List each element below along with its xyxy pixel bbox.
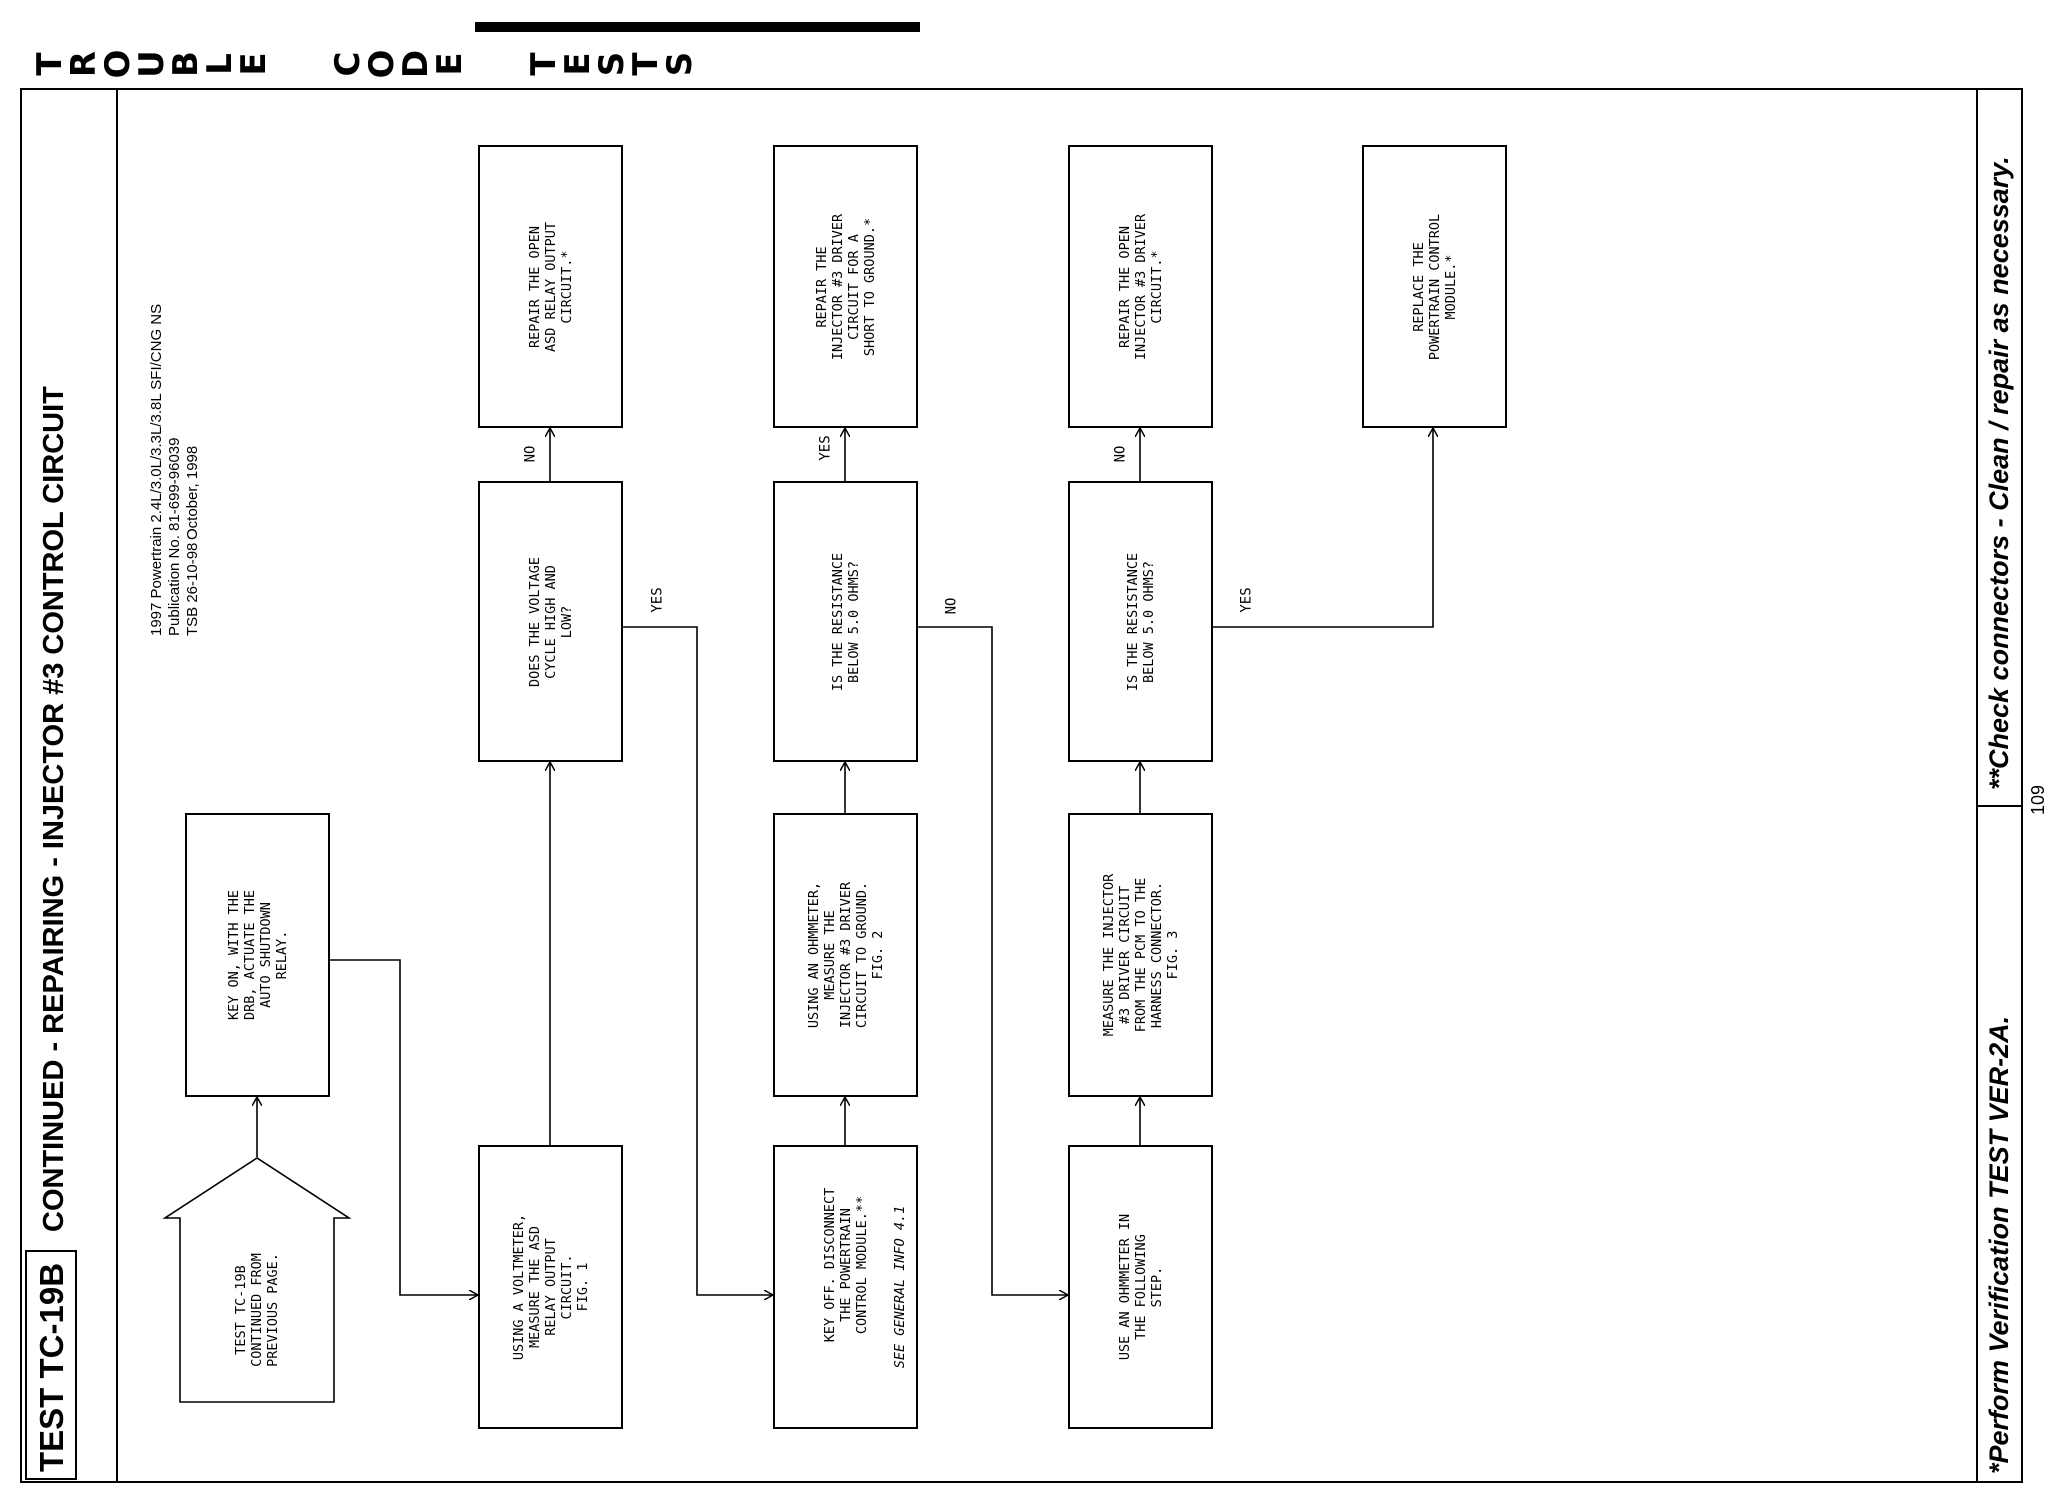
label-yes-1: YES xyxy=(649,587,666,613)
box-key-off: KEY OFF. DISCONNECT THE POWERTRAIN CONTR… xyxy=(773,1145,918,1429)
box-voltmeter: USING A VOLTMETER, MEASURE THE ASD RELAY… xyxy=(478,1145,623,1429)
label-yes-3: YES xyxy=(1238,587,1255,613)
header-bar xyxy=(475,22,920,32)
box-measure-pcm-text: MEASURE THE INJECTOR #3 DRIVER CIRCUIT F… xyxy=(1100,873,1181,1037)
box-use-ohmmeter: USE AN OHMMETER IN THE FOLLOWING STEP. xyxy=(1068,1145,1213,1429)
footer-check-connectors: **Check connectors - Clean / repair as n… xyxy=(1984,156,2014,790)
start-shape xyxy=(162,1157,352,1403)
box-repair-open: REPAIR THE OPEN INJECTOR #3 DRIVER CIRCU… xyxy=(1068,145,1213,428)
box-measure-pcm: MEASURE THE INJECTOR #3 DRIVER CIRCUIT F… xyxy=(1068,813,1213,1097)
box-ohmmeter-ground: USING AN OHMMETER, MEASURE THE INJECTOR … xyxy=(773,813,918,1097)
box-key-off-note: SEE GENERAL INFO 4.1 xyxy=(891,1205,908,1369)
box-voltage-cycle: DOES THE VOLTAGE CYCLE HIGH AND LOW? xyxy=(478,481,623,762)
test-id-box xyxy=(25,1250,77,1480)
box-repair-asd-text: REPAIR THE OPEN ASD RELAY OUTPUT CIRCUIT… xyxy=(526,221,575,352)
connector-cycle-keyoff xyxy=(623,626,773,1295)
label-no-3: NO xyxy=(1112,445,1129,463)
connector-keyon-voltmeter xyxy=(330,959,478,1295)
box-key-on-text: KEY ON, WITH THE DRB, ACTUATE THE AUTO S… xyxy=(225,889,290,1021)
connector-resist1-useohm xyxy=(918,626,1068,1295)
connector-resist2-replace xyxy=(1213,428,1433,628)
box-repair-open-text: REPAIR THE OPEN INJECTOR #3 DRIVER CIRCU… xyxy=(1116,213,1165,360)
label-no-1: NO xyxy=(522,445,539,463)
title-column xyxy=(20,88,118,1483)
box-resistance-2: IS THE RESISTANCE BELOW 5.0 OHMS? xyxy=(1068,481,1213,762)
box-key-off-text: KEY OFF. DISCONNECT THE POWERTRAIN CONTR… xyxy=(821,1187,870,1343)
page-number: 109 xyxy=(2028,784,2048,815)
box-key-on: KEY ON, WITH THE DRB, ACTUATE THE AUTO S… xyxy=(185,813,330,1097)
box-repair-asd: REPAIR THE OPEN ASD RELAY OUTPUT CIRCUIT… xyxy=(478,145,623,428)
box-resistance-1: IS THE RESISTANCE BELOW 5.0 OHMS? xyxy=(773,481,918,762)
footer-column xyxy=(1976,88,2023,1483)
page-frame xyxy=(20,88,2023,1483)
start-box: TEST TC-19B CONTINUED FROM PREVIOUS PAGE… xyxy=(181,1219,333,1401)
box-ohmmeter-ground-text: USING AN OHMMETER, MEASURE THE INJECTOR … xyxy=(805,881,886,1029)
box-resistance-2-text: IS THE RESISTANCE BELOW 5.0 OHMS? xyxy=(1124,552,1157,691)
start-text: TEST TC-19B CONTINUED FROM PREVIOUS PAGE… xyxy=(233,1253,281,1367)
footer-verification: *Perform Verification TEST VER-2A. xyxy=(1984,1015,2014,1474)
footer-divider xyxy=(1976,805,2023,807)
label-yes-2: YES xyxy=(817,435,834,461)
box-voltage-cycle-text: DOES THE VOLTAGE CYCLE HIGH AND LOW? xyxy=(526,556,575,687)
box-voltmeter-text: USING A VOLTMETER, MEASURE THE ASD RELAY… xyxy=(510,1213,591,1361)
box-use-ohmmeter-text: USE AN OHMMETER IN THE FOLLOWING STEP. xyxy=(1116,1213,1165,1361)
box-resistance-1-text: IS THE RESISTANCE BELOW 5.0 OHMS? xyxy=(829,552,862,691)
box-repair-short: REPAIR THE INJECTOR #3 DRIVER CIRCUIT FO… xyxy=(773,145,918,428)
box-replace-pcm: REPLACE THE POWERTRAIN CONTROL MODULE.* xyxy=(1362,145,1507,428)
box-repair-short-text: REPAIR THE INJECTOR #3 DRIVER CIRCUIT FO… xyxy=(813,213,878,360)
box-replace-pcm-text: REPLACE THE POWERTRAIN CONTROL MODULE.* xyxy=(1410,213,1459,360)
label-no-2: NO xyxy=(943,597,960,615)
